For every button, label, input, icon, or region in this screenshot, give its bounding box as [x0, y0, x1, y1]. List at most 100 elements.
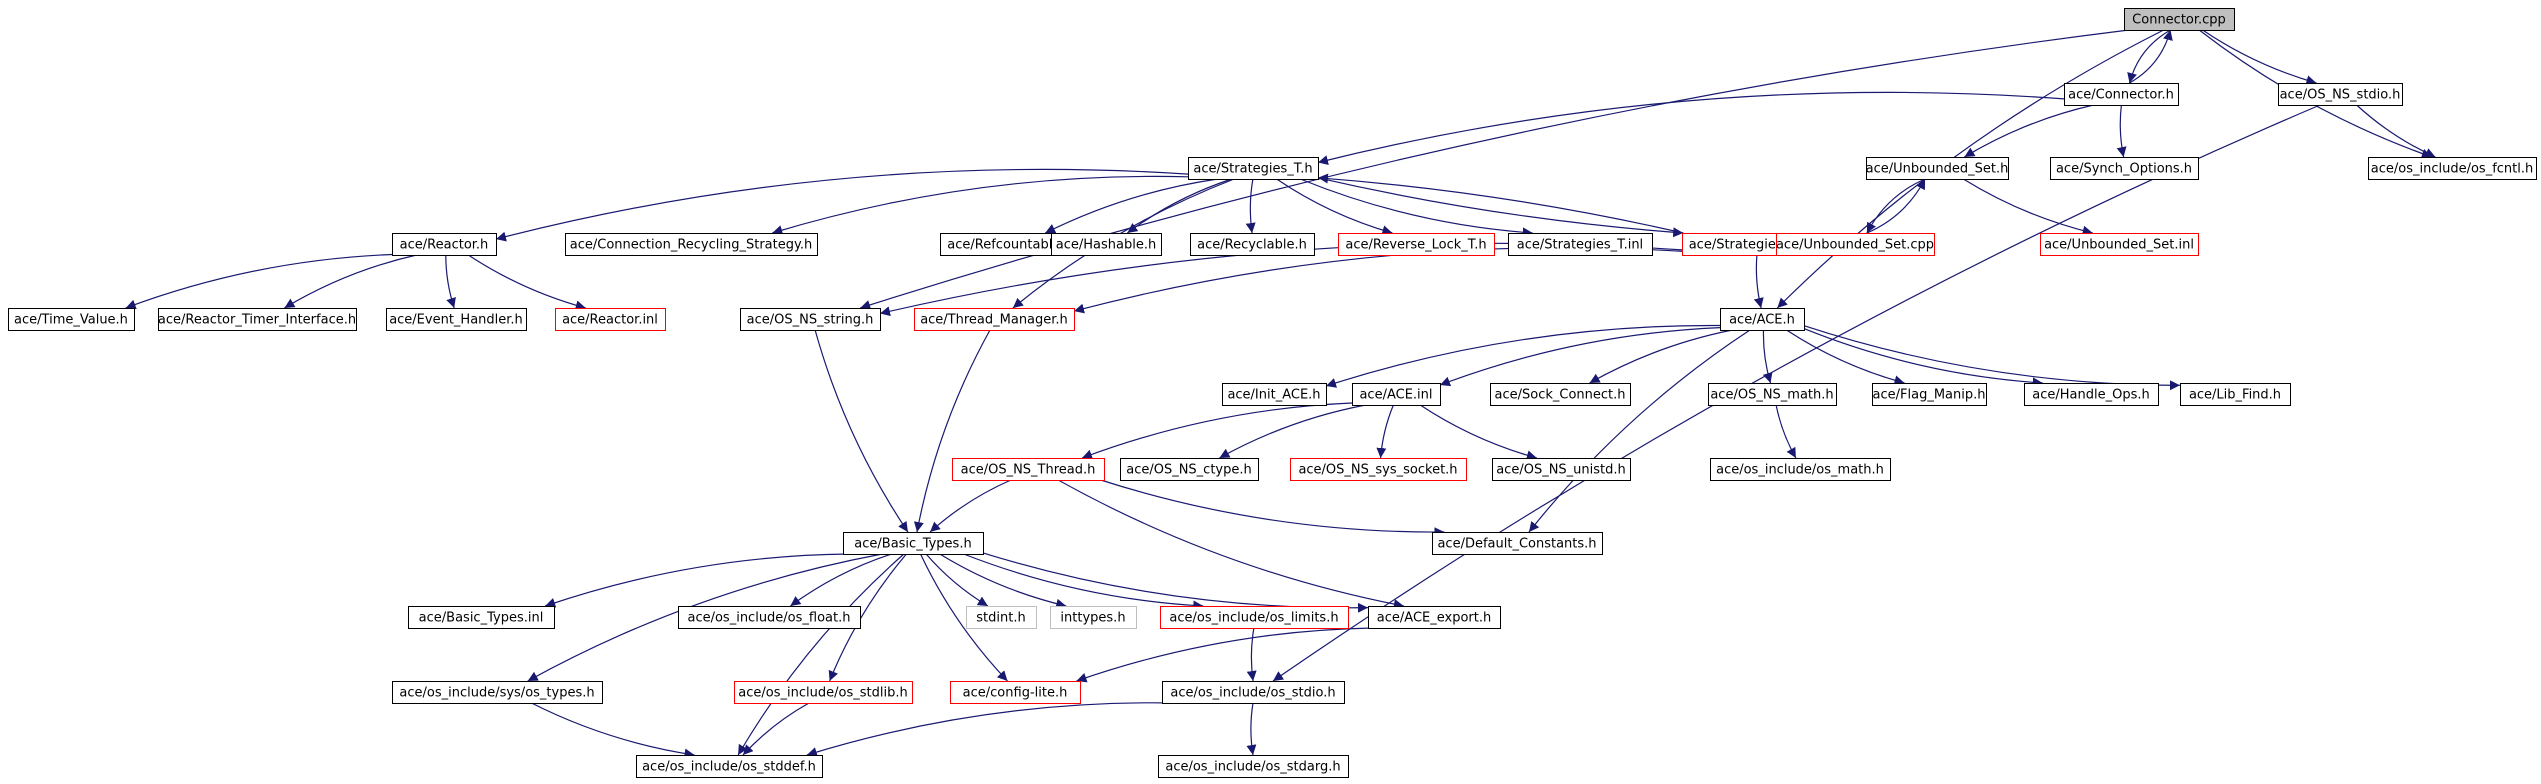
edge-line [1962, 178, 2093, 236]
edge-line [1753, 254, 1764, 309]
node-recyclable-h[interactable]: ace/Recyclable.h [1190, 233, 1315, 256]
edge-line [1317, 177, 1684, 238]
edge-line [467, 254, 586, 311]
node-strategies-t-h[interactable]: ace/Strategies_T.h [1188, 157, 1319, 180]
edge-strategies_t_cpp-to-ace_h [1753, 254, 1764, 309]
node-os-types-h[interactable]: ace/os_include/sys/os_types.h [392, 681, 603, 704]
node-label: ace/Recyclable.h [1197, 238, 1307, 253]
node-os-ns-unistd-h[interactable]: ace/OS_NS_unistd.h [1492, 458, 1631, 481]
node-os-limits-h[interactable]: ace/os_include/os_limits.h [1160, 606, 1349, 629]
edge-thread_manager_h-to-basic_types_h [913, 329, 991, 533]
edge-line [919, 553, 1008, 682]
node-hashable-h[interactable]: ace/Hashable.h [1051, 233, 1162, 256]
node-refcountable-h[interactable]: ace/Refcountable.h [940, 233, 1081, 256]
node-box [1708, 383, 1837, 406]
node-handle-ops-h[interactable]: ace/Handle_Ops.h [2024, 383, 2159, 406]
node-config-lite-h[interactable]: ace/config-lite.h [950, 681, 1081, 704]
node-stdint-h[interactable]: stdint.h [966, 606, 1037, 629]
node-box [2064, 83, 2179, 106]
edge-ace_h-to-default_constants_h [1528, 329, 1751, 533]
edge-line [1246, 627, 1257, 682]
node-init-ace-h[interactable]: ace/Init_ACE.h [1222, 383, 1327, 406]
node-conn-recycling-h[interactable]: ace/Connection_Recycling_Strategy.h [565, 233, 818, 256]
node-box [2368, 157, 2537, 180]
node-basic-types-inl[interactable]: ace/Basic_Types.inl [408, 606, 555, 629]
edge-line [1866, 178, 1926, 234]
node-event-handler-h[interactable]: ace/Event_Handler.h [386, 308, 527, 331]
node-label: ace/ACE_export.h [1377, 611, 1491, 626]
node-unbounded-set-inl[interactable]: ace/Unbounded_Set.inl [2040, 233, 2199, 256]
edge-ace_inl-to-os_ns_unistd_h [1419, 404, 1537, 461]
edge-strategies_t_h-to-conn_recycling_h [772, 175, 1189, 235]
edge-line [1081, 402, 1353, 460]
edge-reactor_h-to-reactor_timer_h [284, 254, 417, 309]
node-os-fcntl-h[interactable]: ace/os_include/os_fcntl.h [2368, 157, 2537, 180]
node-label: ace/os_include/sys/os_types.h [399, 686, 594, 701]
edge-line [742, 702, 810, 756]
edge-line [1300, 178, 1533, 238]
node-basic-types-h[interactable]: ace/Basic_Types.h [843, 532, 984, 555]
node-unbounded-set-cpp[interactable]: ace/Unbounded_Set.cpp [1776, 233, 1935, 256]
node-reactor-h[interactable]: ace/Reactor.h [392, 233, 497, 256]
node-lib-find-h[interactable]: ace/Lib_Find.h [2180, 383, 2291, 406]
node-connector-h[interactable]: ace/Connector.h [2064, 83, 2179, 106]
node-reverse-lock-t-h[interactable]: ace/Reverse_Lock_T.h [1338, 233, 1495, 256]
node-os-stdlib-h[interactable]: ace/os_include/os_stdlib.h [734, 681, 913, 704]
node-inttypes-h[interactable]: inttypes.h [1050, 606, 1137, 629]
node-os-ns-stdio-h[interactable]: ace/OS_NS_stdio.h [2278, 83, 2403, 106]
node-box [2278, 83, 2403, 106]
node-box [1160, 606, 1349, 629]
node-time-value-h[interactable]: ace/Time_Value.h [8, 308, 135, 331]
edge-basic_types_h-to-os_stddef_h [737, 553, 905, 756]
edge-strategies_t_h-to-strategies_t_inl [1300, 178, 1533, 238]
node-box [1432, 532, 1603, 555]
node-label: ace/Synch_Options.h [2056, 162, 2192, 177]
node-reactor-inl[interactable]: ace/Reactor.inl [555, 308, 666, 331]
edge-os_stdlib_h-to-os_stddef_h [742, 702, 810, 756]
node-os-ns-thread-h[interactable]: ace/OS_NS_Thread.h [952, 458, 1105, 481]
node-synch-options-h[interactable]: ace/Synch_Options.h [2050, 157, 2199, 180]
edge-strategies_t_h-to-refcountable_h [1044, 178, 1218, 234]
node-os-ns-math-h[interactable]: ace/OS_NS_math.h [1708, 383, 1837, 406]
node-label: ace/OS_NS_math.h [1710, 388, 1833, 403]
node-label: ace/OS_NS_sys_socket.h [1298, 463, 1457, 478]
node-thread-manager-h[interactable]: ace/Thread_Manager.h [914, 308, 1075, 331]
node-os-ns-ctype-h[interactable]: ace/OS_NS_ctype.h [1120, 458, 1259, 481]
edge-line [2356, 104, 2436, 158]
node-box [740, 308, 881, 331]
node-os-math-h[interactable]: ace/os_include/os_math.h [1710, 458, 1891, 481]
node-os-ns-string-h[interactable]: ace/OS_NS_string.h [740, 308, 881, 331]
node-default-constants-h[interactable]: ace/Default_Constants.h [1432, 532, 1603, 555]
node-label: ace/OS_NS_unistd.h [1496, 463, 1626, 478]
node-label: ace/os_include/os_fcntl.h [2371, 162, 2533, 177]
node-ace-inl[interactable]: ace/ACE.inl [1352, 383, 1441, 406]
node-label: stdint.h [976, 611, 1025, 626]
node-flag-manip-h[interactable]: ace/Flag_Manip.h [1872, 383, 1987, 406]
node-label: ace/config-lite.h [963, 686, 1068, 701]
edge-strategies_t_cpp-to-thread_manager_h [1073, 247, 1683, 314]
edge-line [1126, 178, 1232, 234]
node-label: ace/Handle_Ops.h [2032, 388, 2149, 403]
node-box [1188, 157, 1319, 180]
node-sock-connect-h[interactable]: ace/Sock_Connect.h [1490, 383, 1631, 406]
node-box [1050, 606, 1137, 629]
node-os-stdarg-h[interactable]: ace/os_include/os_stdarg.h [1158, 755, 1349, 778]
edge-strategies_t_cpp-to-strategies_t_h [1317, 173, 1684, 234]
node-os-ns-sys-socket-h[interactable]: ace/OS_NS_sys_socket.h [1290, 458, 1467, 481]
edge-line [1076, 627, 1373, 683]
node-label: ace/os_include/os_math.h [1716, 463, 1884, 478]
node-ace-export-h[interactable]: ace/ACE_export.h [1368, 606, 1501, 629]
edge-line [1317, 173, 1684, 234]
edge-unbounded_set_h-to-unbounded_set_inl [1962, 178, 2093, 236]
node-label: ace/ACE.h [1729, 313, 1795, 328]
node-os-stdio-h[interactable]: ace/os_include/os_stdio.h [1162, 681, 1345, 704]
node-strategies-t-inl[interactable]: ace/Strategies_T.inl [1508, 233, 1653, 256]
node-unbounded-set-h[interactable]: ace/Unbounded_Set.h [1866, 157, 2009, 180]
node-box [555, 308, 666, 331]
node-box [1120, 458, 1259, 481]
node-ace-h[interactable]: ace/ACE.h [1720, 308, 1805, 331]
node-os-stddef-h[interactable]: ace/os_include/os_stddef.h [636, 755, 823, 778]
node-reactor-timer-h[interactable]: ace/Reactor_Timer_Interface.h [158, 308, 357, 331]
node-os-float-h[interactable]: ace/os_include/os_float.h [678, 606, 861, 629]
